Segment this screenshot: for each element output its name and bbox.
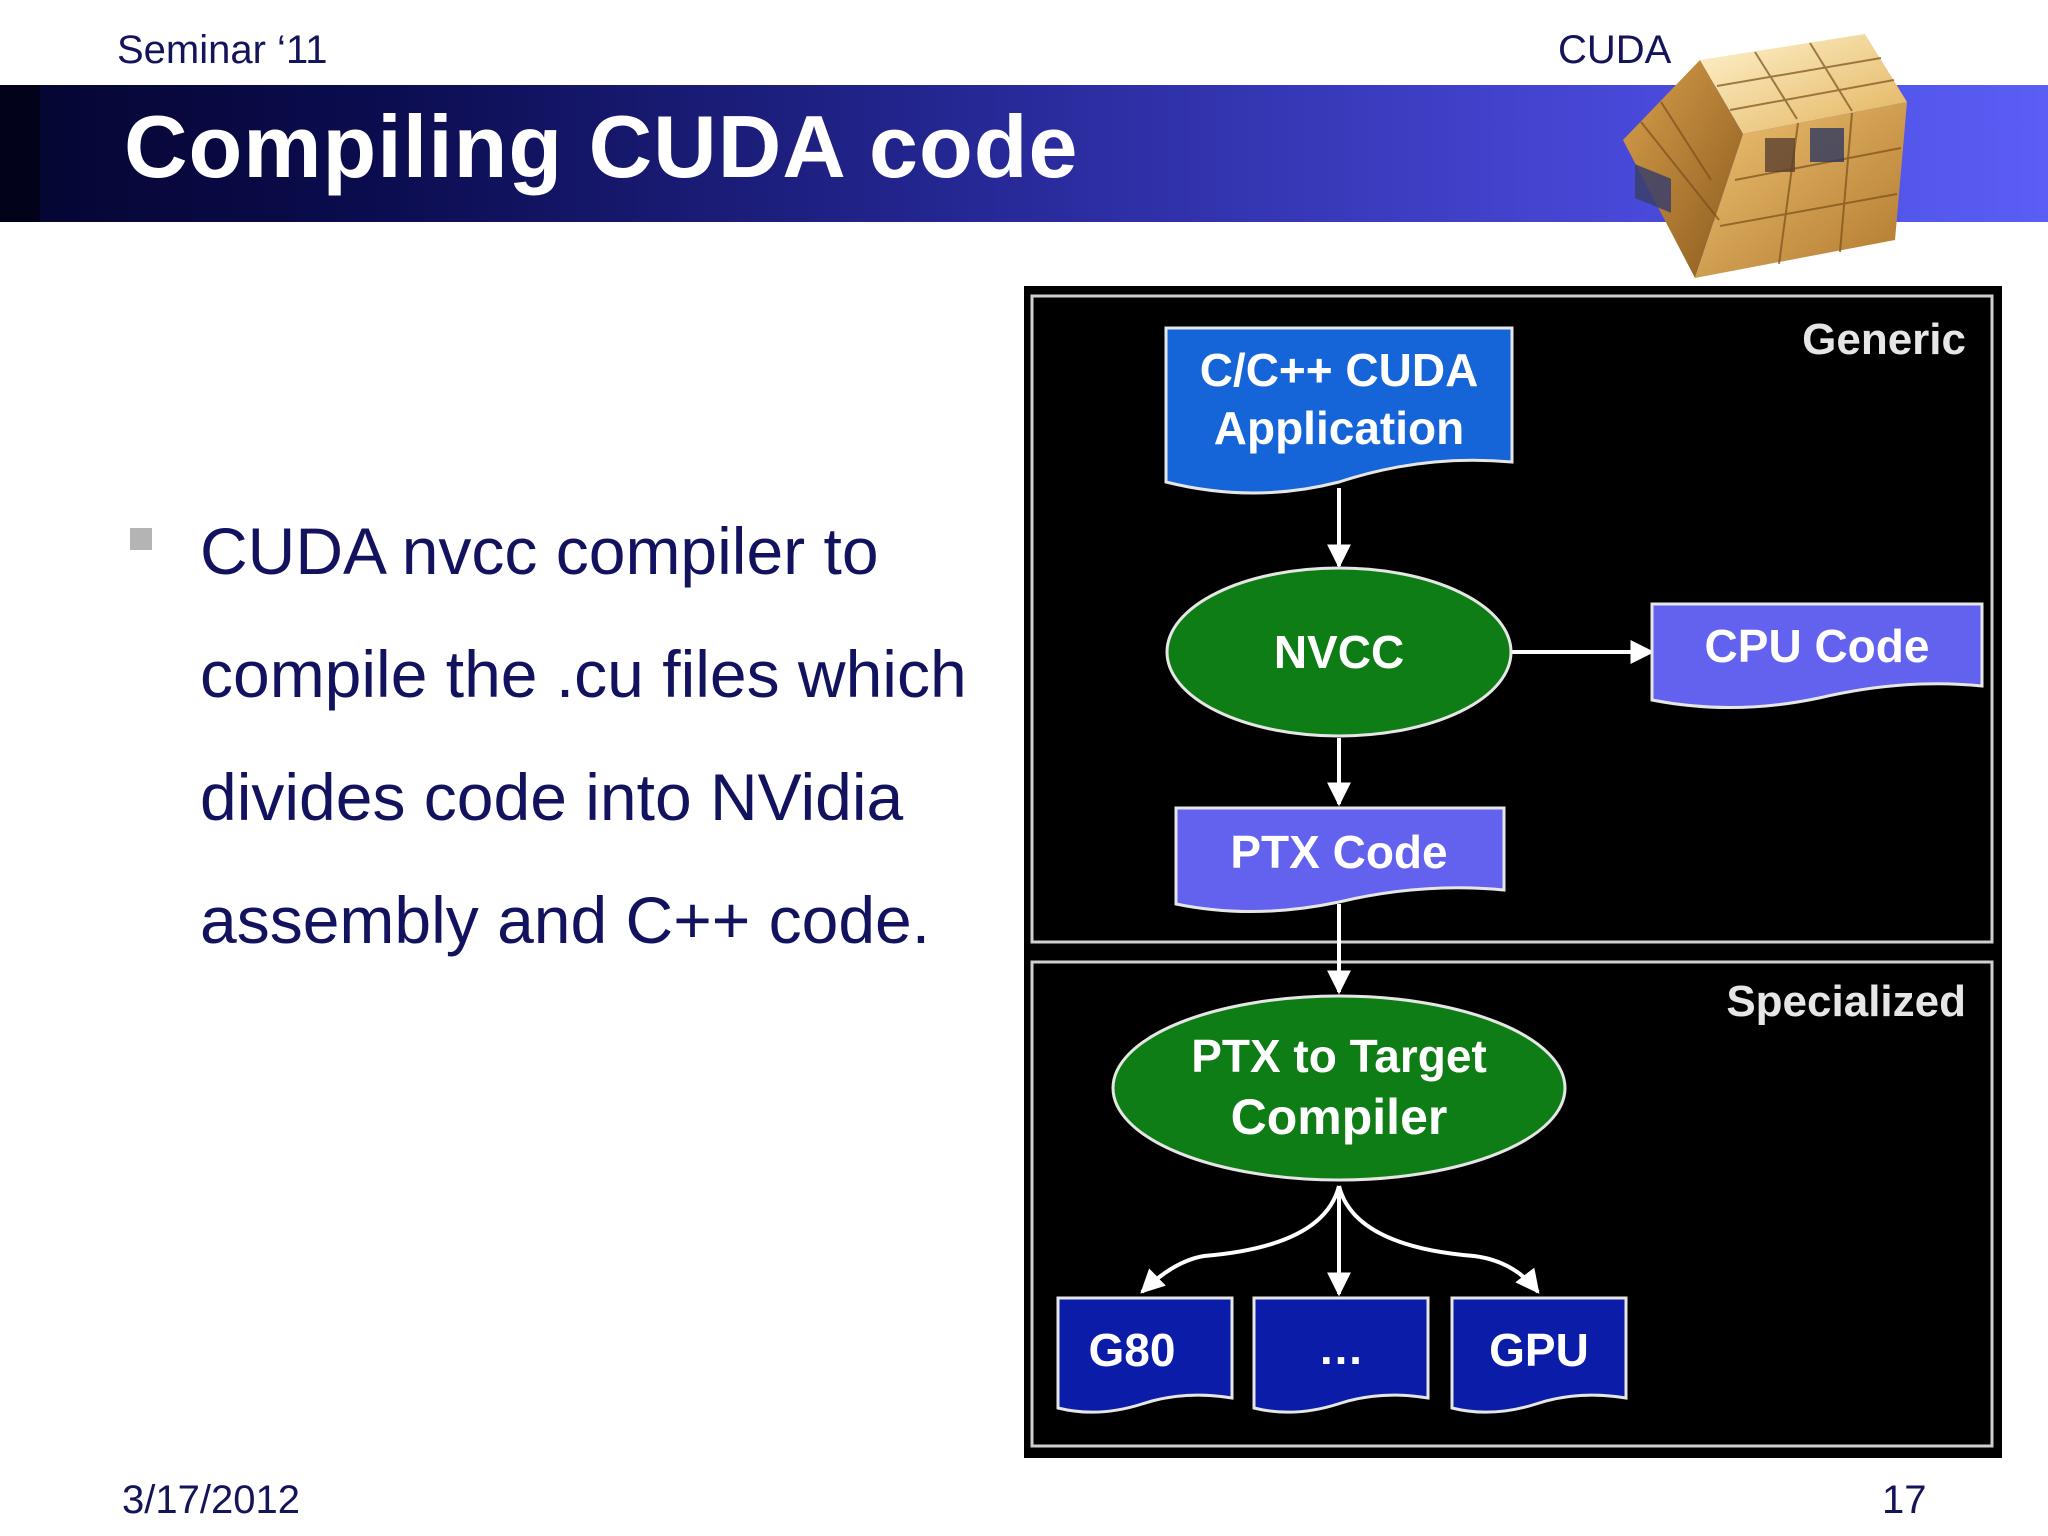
app-node-line2: Application [1214, 402, 1464, 454]
arrow-compiler-to-gpu [1337, 1185, 1540, 1294]
app-node-line1: C/C++ CUDA [1200, 344, 1479, 396]
nvcc-compilation-diagram: Generic Specialized C/C++ CUDA Applicati… [1024, 286, 2002, 1458]
title-bar-edge [0, 85, 40, 222]
ptx-compiler-line2: Compiler [1231, 1089, 1448, 1145]
arrow-compiler-to-g80 [1140, 1185, 1341, 1294]
slide-title: Compiling CUDA code [124, 97, 1079, 196]
bullet-text: CUDA nvcc compiler to compile the .cu fi… [200, 514, 967, 957]
bullet-marker [130, 528, 152, 550]
specialized-section-frame [1030, 960, 1994, 1448]
generic-section-frame [1030, 294, 1994, 944]
ptx-compiler-line1: PTX to Target [1191, 1030, 1487, 1082]
cpu-code-node [1650, 602, 1984, 709]
nvcc-node-label: NVCC [1274, 626, 1404, 678]
ptx-code-label: PTX Code [1230, 826, 1447, 878]
cpu-code-label: CPU Code [1705, 620, 1930, 672]
target-g80-node [1056, 1296, 1234, 1414]
header-seminar: Seminar ‘11 [117, 28, 328, 72]
footer-page-number: 17 [1882, 1478, 1927, 1522]
target-ellipsis-node [1252, 1296, 1430, 1414]
target-g80-label: G80 [1089, 1324, 1176, 1376]
ptx-compiler-node [1111, 994, 1567, 1182]
footer-date: 3/17/2012 [122, 1478, 300, 1522]
generic-section-label: Generic [1802, 315, 1966, 364]
nvcc-node [1165, 566, 1513, 738]
target-ellipsis-label: … [1318, 1322, 1364, 1374]
app-node [1164, 326, 1514, 495]
diagram-svg: Generic Specialized C/C++ CUDA Applicati… [1024, 286, 2002, 1458]
header-topic: CUDA [1558, 28, 1672, 72]
ptx-code-node [1174, 806, 1506, 914]
specialized-section-label: Specialized [1726, 977, 1966, 1026]
target-gpu-node [1450, 1296, 1628, 1414]
cuda-cube-logo [1623, 34, 1907, 278]
target-gpu-label: GPU [1489, 1324, 1589, 1376]
